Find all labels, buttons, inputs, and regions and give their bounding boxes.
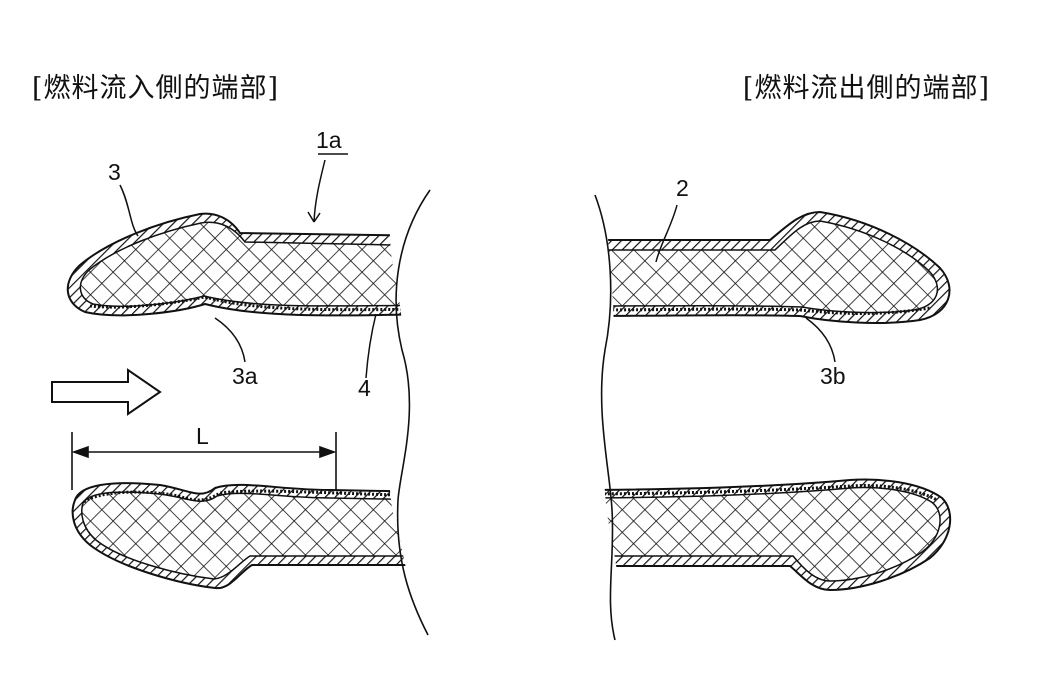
inlet-upper-strip (66, 212, 432, 317)
leader-lines (119, 159, 836, 379)
break-line-right (594, 194, 616, 641)
label-3: 3 (108, 159, 121, 185)
fuel-flow-arrow-icon (51, 368, 162, 416)
outlet-lower-strip (595, 478, 952, 592)
outlet-upper-strip (595, 210, 951, 324)
label-3a: 3a (232, 363, 258, 389)
break-line-left (395, 189, 431, 636)
label-3b: 3b (820, 363, 846, 389)
label-l: L (196, 423, 209, 449)
inlet-lower-strip (71, 482, 432, 590)
label-2: 2 (676, 175, 689, 201)
outlet-end-caption: [燃料流出側的端部] (742, 73, 990, 104)
inlet-end-caption: [燃料流入側的端部] (32, 73, 280, 104)
label-1a: 1a (316, 127, 342, 153)
dimension-l (71, 432, 337, 490)
label-4: 4 (358, 375, 371, 401)
